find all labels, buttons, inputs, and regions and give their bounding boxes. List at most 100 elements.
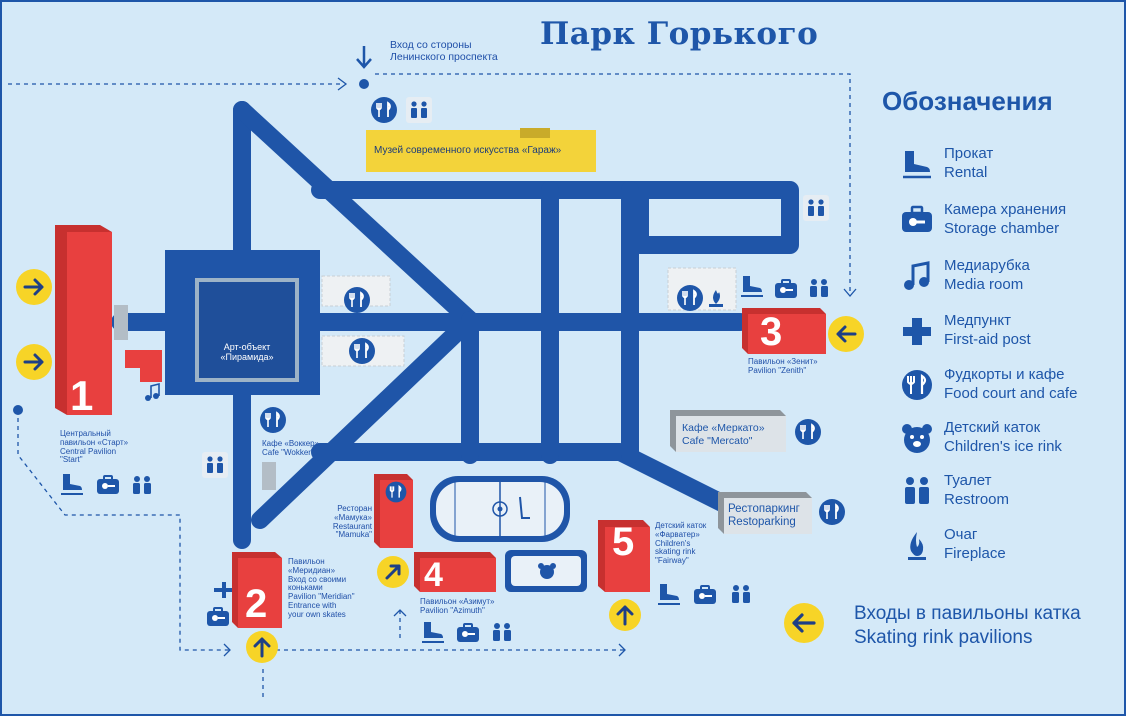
label-line: Pavilion "Meridian" — [288, 592, 355, 602]
storage-icon — [96, 475, 120, 495]
label-line: Cafe "Wokker" — [262, 447, 314, 457]
label-line: коньками — [288, 583, 323, 593]
restroom-icon — [905, 477, 929, 504]
label-line: Pavilion "Azimuth" — [420, 605, 485, 615]
food-icon — [370, 96, 398, 124]
label-line: Центральный — [60, 429, 111, 438]
restoparking-building — [718, 492, 812, 534]
cafe-mercato-building — [670, 410, 786, 452]
bear-icon — [902, 424, 932, 453]
food-icon — [794, 418, 822, 446]
label-line: your own skates — [288, 609, 346, 619]
legend-en: Food court and cafe — [944, 385, 1078, 402]
pavilion-3-number: 3 — [760, 310, 783, 354]
legend-title: Обозначения — [882, 86, 1053, 116]
connector — [262, 462, 276, 490]
legend-ru: Медпункт — [944, 312, 1011, 329]
label-line: Рестопаркинг — [728, 503, 800, 515]
legend-ru: Прокат — [944, 145, 994, 162]
label-line: Restoparking — [728, 516, 796, 528]
food-icon — [818, 498, 846, 526]
label-line: Entrance with — [288, 600, 337, 610]
entrance-arrow-icon — [784, 603, 824, 643]
legend-ru: Камера хранения — [944, 201, 1067, 218]
legend-ru: Фудкорты и кафе — [944, 366, 1065, 383]
connector — [114, 305, 128, 340]
restroom-icon — [732, 585, 750, 603]
pavilion-3 — [742, 308, 826, 354]
pavilion-2 — [232, 552, 282, 628]
cafe-wokker-label: Кафе «Воккер» Cafe "Wokker" — [262, 439, 320, 458]
label-line: Children's — [655, 538, 691, 548]
music-note-icon — [904, 261, 930, 290]
skate-icon — [657, 583, 681, 605]
pavilion-4 — [414, 552, 496, 592]
food-icon — [348, 337, 376, 365]
storage-icon — [456, 623, 480, 643]
label-line: Павильон «Зенит» — [748, 357, 818, 366]
garage-museum[interactable]: Музей современного искусства «Гараж» — [366, 130, 596, 172]
pavilion-3-label: Павильон «Зенит» Pavilion "Zenith" — [748, 357, 818, 376]
fireplace-icon — [713, 290, 720, 304]
legend-en: Media room — [944, 276, 1024, 293]
pavilion-4-label: Павильон «Азимут» Pavilion "Azimuth" — [420, 597, 495, 616]
entrance-arrow-icon[interactable] — [607, 597, 643, 633]
legend-ru: Туалет — [944, 472, 992, 489]
entrance-arrow-icon[interactable] — [14, 267, 54, 307]
label-line: Павильон «Азимут» — [420, 597, 495, 606]
music-note-icon — [145, 382, 160, 401]
pavilion-5-number: 5 — [612, 520, 635, 564]
restaurant-mamuka-label: Ресторан «Мамука» Restaurant "Mamuka" — [330, 504, 372, 540]
entrance-arrow-icon[interactable] — [826, 314, 866, 354]
legend-en: Fireplace — [944, 545, 1006, 562]
legend-en: Restroom — [944, 491, 1010, 508]
food-icon — [259, 406, 287, 434]
entrance-arrow-icon[interactable] — [244, 629, 280, 665]
label-line: «Меридиан» — [288, 565, 336, 575]
pyramid-art-object[interactable]: Арт-объект «Пирамида» — [195, 278, 299, 382]
skate-icon — [421, 621, 445, 643]
entrances-ru: Входы в павильоны катка — [854, 603, 1081, 624]
label-line: "Mamuka" — [335, 530, 372, 540]
storage-icon — [902, 205, 932, 232]
restroom-icon — [133, 476, 151, 494]
restoparking-label: Рестопаркинг Restoparking — [728, 503, 800, 529]
entrances-en: Skating rink pavilions — [854, 627, 1033, 648]
storage-icon — [774, 279, 798, 299]
childrens-rink — [505, 550, 587, 592]
label-line: Кафе «Воккер» — [262, 439, 320, 448]
restroom-icon — [803, 195, 829, 221]
label-line: Кафе «Меркато» — [682, 422, 765, 434]
pavilion-5-label: Детский каток «Фарватер» Children's skat… — [655, 521, 706, 566]
pavilion-1-number: 1 — [70, 372, 94, 419]
label-line: Вход со своими — [288, 574, 347, 584]
label-line: «Мамука» — [334, 512, 372, 522]
label-line: Ленинского проспекта — [390, 50, 498, 63]
skate-icon — [60, 473, 84, 495]
pavilion-4-number: 4 — [424, 556, 443, 594]
label-line: Cafe "Mercato" — [682, 435, 753, 447]
food-court-box — [667, 267, 737, 311]
garage-roof — [520, 128, 550, 138]
first-aid-icon — [903, 318, 931, 345]
entrance-arrow-icon[interactable] — [375, 554, 411, 590]
restroom-icon — [202, 452, 228, 478]
map-title: Парк Горького — [540, 16, 819, 52]
restroom-icon — [493, 623, 511, 641]
food-icon — [343, 286, 371, 314]
entrance-arrow-icon[interactable] — [14, 342, 54, 382]
route-start-dot — [13, 405, 23, 415]
food-icon — [902, 370, 932, 400]
restroom-icon — [810, 279, 828, 297]
